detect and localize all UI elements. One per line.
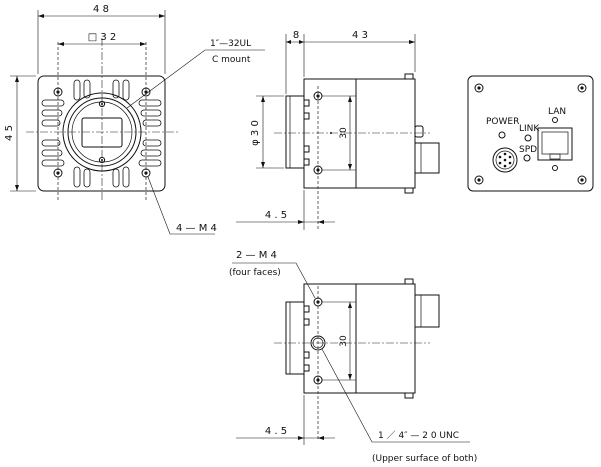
- link-label: LINK: [519, 124, 540, 134]
- lan-port-icon: [537, 127, 573, 161]
- power-connector-icon: [492, 147, 518, 173]
- side-body: [303, 78, 416, 189]
- front-body-outline: [37, 75, 166, 192]
- side-rear-connector: [414, 142, 440, 174]
- tripod-thread-label: 1 ／ 4″ — 2 0 UNC: [378, 430, 459, 441]
- link-led-icon: [524, 134, 532, 142]
- side-flange: [285, 95, 305, 169]
- mount-thread-label: 1″—32UL: [210, 39, 251, 49]
- bottom-screw-label: 2 — M 4: [236, 250, 277, 261]
- mount-type-label: C mount: [212, 55, 251, 65]
- front-height-label: 4 5: [4, 125, 15, 141]
- bottom-screw-note: (four faces): [229, 268, 281, 278]
- side-view: 8 4 3 φ 3 0 30 4 . 5: [236, 30, 440, 230]
- spd-label: SPD: [519, 145, 537, 155]
- tripod-leader: [321, 348, 470, 443]
- front-screw-leader: [147, 176, 215, 235]
- front-fins-bottom: [73, 166, 130, 188]
- power-label: POWER: [486, 117, 519, 127]
- front-inner-square-label: □ 3 2: [88, 32, 117, 43]
- front-screw-label: 4 — M 4: [176, 223, 217, 234]
- bottom-flange: [285, 301, 305, 375]
- bottom-view: 30 2 — M 4 (four faces) 4 . 5 1 ／ 4″ — 2…: [229, 250, 477, 464]
- bottom-rear-connector: [414, 294, 440, 328]
- front-fins-right: [138, 99, 162, 167]
- rear-view: POWER LINK LAN SPD: [467, 75, 594, 192]
- front-fins-left: [41, 99, 65, 167]
- side-offset-label: 4 . 5: [265, 210, 287, 221]
- front-fins-top: [73, 79, 130, 101]
- power-led-icon: [498, 131, 506, 139]
- side-notches: [303, 99, 310, 166]
- tripod-note: (Upper surface of both): [372, 454, 477, 464]
- bottom-screw-leader: [232, 262, 316, 299]
- front-view: 4 8 □ 3 2 4 5 1″—32UL C mount 4 — M 4: [4, 4, 265, 235]
- bottom-notches: [303, 305, 310, 372]
- spd-led-icon: [523, 154, 531, 162]
- side-hole-pitch-label: 30: [339, 127, 349, 139]
- front-width-label: 4 8: [93, 4, 109, 15]
- bottom-offset-label: 4 . 5: [265, 426, 287, 437]
- side-flange-label: 8: [293, 30, 299, 41]
- side-body-length-label: 4 3: [352, 30, 368, 41]
- lan-label: LAN: [548, 107, 566, 117]
- lan-led-icon: [552, 117, 558, 123]
- side-diameter-label: φ 3 0: [250, 120, 261, 146]
- c-mount-leader: [126, 49, 265, 109]
- bottom-hole-pitch-label: 30: [339, 335, 349, 347]
